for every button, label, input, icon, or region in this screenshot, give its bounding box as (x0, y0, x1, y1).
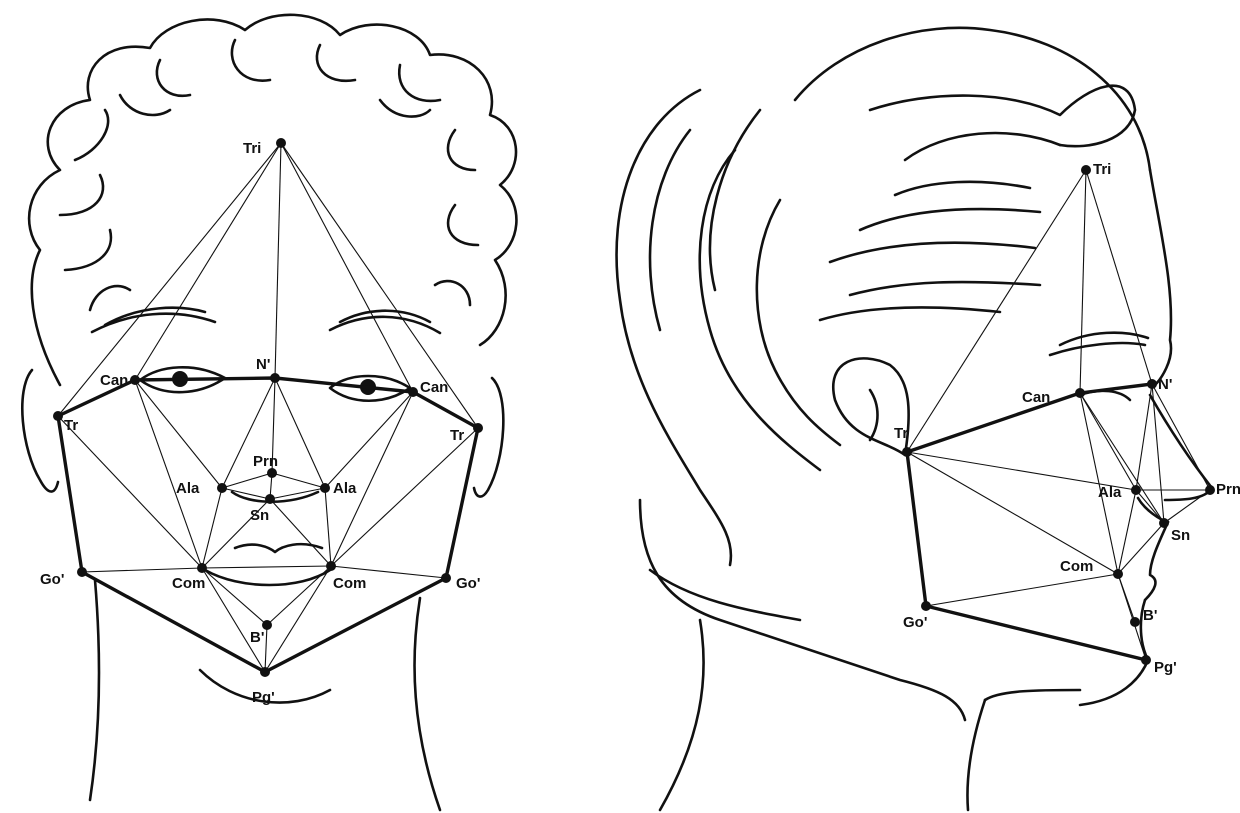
frontal-point-ala-r (217, 483, 227, 493)
profile-point-ala (1131, 485, 1141, 495)
profile-point-sn (1159, 518, 1169, 528)
profile-landmark-labels: Tri Can N' Tr Ala Prn Sn Com Go' B' Pg' (894, 161, 1240, 676)
profile-point-n (1147, 379, 1157, 389)
frontal-point-com-r (197, 563, 207, 573)
profile-point-go (921, 601, 931, 611)
frontal-point-ala-l (320, 483, 330, 493)
frontal-point-sn (265, 494, 275, 504)
profile-label-com: Com (1060, 558, 1093, 575)
profile-label-sn: Sn (1171, 527, 1190, 544)
profile-label-can: Can (1022, 389, 1050, 406)
frontal-point-n (270, 373, 280, 383)
frontal-label-b: B' (250, 629, 264, 646)
profile-label-n: N' (1158, 376, 1172, 393)
profile-view: Tri Can N' Tr Ala Prn Sn Com Go' B' Pg' (617, 28, 1240, 810)
profile-point-com (1113, 569, 1123, 579)
profile-label-prn: Prn (1216, 481, 1240, 498)
profile-thick-outline (907, 384, 1152, 660)
frontal-point-tr-l (473, 423, 483, 433)
profile-point-b (1130, 617, 1140, 627)
profile-label-pg: Pg' (1154, 659, 1177, 676)
frontal-label-tr-l: Tr (450, 427, 464, 444)
frontal-label-go-r: Go' (40, 571, 64, 588)
frontal-hair-drawing (29, 15, 516, 385)
frontal-label-com-r: Com (172, 575, 205, 592)
frontal-label-prn: Prn (253, 453, 278, 470)
profile-point-tri (1081, 165, 1091, 175)
frontal-label-n: N' (256, 356, 270, 373)
frontal-label-tr-r: Tr (64, 417, 78, 434)
frontal-label-can-r: Can (100, 372, 128, 389)
frontal-point-can-r (130, 375, 140, 385)
frontal-point-go-r (77, 567, 87, 577)
frontal-point-go-l (441, 573, 451, 583)
frontal-point-tri (276, 138, 286, 148)
profile-point-can (1075, 388, 1085, 398)
frontal-label-ala-l: Ala (333, 480, 357, 497)
profile-label-b: B' (1143, 607, 1157, 624)
frontal-landmark-points (53, 138, 483, 677)
profile-hair-drawing (617, 28, 1171, 810)
profile-label-tri: Tri (1093, 161, 1111, 178)
frontal-point-can-l (408, 387, 418, 397)
frontal-landmark-labels: Tri N' Can Can Tr Tr Prn Ala Ala Sn Go' … (40, 140, 480, 706)
frontal-label-can-l: Can (420, 379, 448, 396)
frontal-label-go-l: Go' (456, 575, 480, 592)
profile-point-pg (1141, 655, 1151, 665)
profile-label-ala: Ala (1098, 484, 1122, 501)
frontal-point-tr-r (53, 411, 63, 421)
profile-point-tr (902, 447, 912, 457)
frontal-point-com-l (326, 561, 336, 571)
profile-label-tr: Tr (894, 425, 908, 442)
profile-landmark-points (902, 165, 1215, 665)
frontal-point-pg (260, 667, 270, 677)
profile-label-go: Go' (903, 614, 927, 631)
frontal-label-com-l: Com (333, 575, 366, 592)
profile-point-prn (1205, 485, 1215, 495)
frontal-label-sn: Sn (250, 507, 269, 524)
frontal-label-pg: Pg' (252, 689, 275, 706)
frontal-label-ala-r: Ala (176, 480, 200, 497)
frontal-label-tri: Tri (243, 140, 261, 157)
frontal-view: Tri N' Can Can Tr Tr Prn Ala Ala Sn Go' … (22, 15, 516, 810)
